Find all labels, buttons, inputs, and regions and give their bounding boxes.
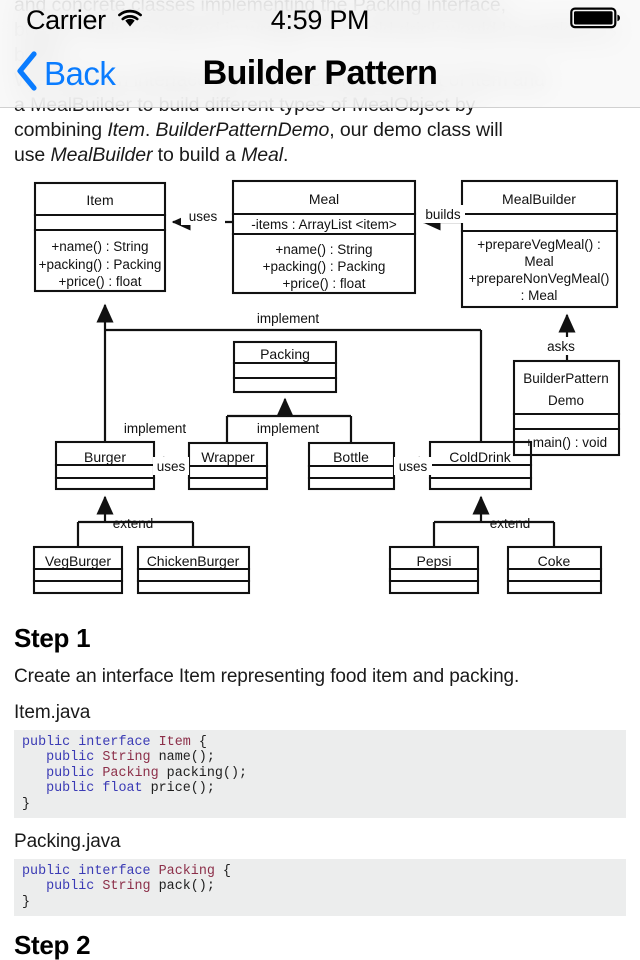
- intro-em-item: Item: [107, 119, 145, 141]
- uml-class-name-mealbuilder: MealBuilder: [502, 191, 576, 207]
- code-block-item-java[interactable]: public interface Item { public String na…: [14, 730, 626, 819]
- status-bar: Carrier 4:59 PM: [0, 0, 640, 40]
- intro-paragraph-line-1: combining Item. BuilderPatternDemo, our …: [14, 118, 626, 143]
- uml-class-name-meal: Meal: [309, 191, 339, 207]
- uml-method: +prepareNonVegMeal(): [469, 271, 610, 286]
- intro-em-mealbuilder: MealBuilder: [50, 144, 153, 166]
- intro-text: .: [283, 144, 289, 166]
- uml-edge-label-extend: extend: [113, 516, 154, 531]
- step-1-description: Create an interface Item representing fo…: [14, 666, 520, 687]
- uml-method: Meal: [524, 254, 553, 269]
- uml-class-name-coke: Coke: [538, 553, 571, 569]
- intro-text: use: [14, 144, 51, 166]
- uml-class-diagram: Item +name() : String +packing() : Packi…: [21, 177, 633, 609]
- wifi-icon: [115, 7, 145, 34]
- back-button-label: Back: [44, 54, 116, 92]
- step-2-heading: Step 2: [14, 930, 91, 960]
- uml-edge-label-implement2: implement: [124, 421, 187, 436]
- battery-full-icon: [570, 6, 622, 35]
- uml-edge-label-implement3: implement: [257, 421, 320, 436]
- uml-method: +packing() : Packing: [263, 259, 386, 274]
- step-1-heading: Step 1: [14, 623, 91, 653]
- uml-class-name-burger: Burger: [84, 449, 126, 465]
- back-button[interactable]: Back: [14, 40, 116, 107]
- uml-field: -items : ArrayList <item>: [251, 217, 397, 232]
- navigation-bar-items: Back Builder Pattern: [0, 40, 640, 107]
- status-bar-right: [570, 0, 622, 40]
- step-1-file-1-name: Item.java: [14, 702, 91, 723]
- uml-class-name-packing: Packing: [260, 346, 310, 362]
- uml-edge-label-builds: builds: [425, 207, 461, 222]
- uml-method: : Meal: [521, 288, 558, 303]
- intro-em-meal: Meal: [241, 144, 283, 166]
- chevron-left-icon: [14, 49, 40, 98]
- uml-class-name-vegburger: VegBurger: [45, 553, 111, 569]
- uml-class-name-item: Item: [86, 192, 113, 208]
- uml-class-name-pepsi: Pepsi: [416, 553, 451, 569]
- step-1-file-2-name: Packing.java: [14, 831, 121, 853]
- code-block-packing-java[interactable]: public interface Packing { public String…: [14, 859, 626, 917]
- uml-class-name-demo2: Demo: [548, 393, 584, 408]
- clock-label: 4:59 PM: [270, 4, 370, 35]
- uml-edge-label-implement: implement: [257, 311, 320, 326]
- uml-class-name-wrapper: Wrapper: [201, 449, 255, 465]
- uml-class-name-bottle: Bottle: [333, 449, 369, 465]
- intro-text: , our demo class will: [329, 119, 503, 141]
- uml-method: +price() : float: [283, 276, 366, 291]
- navigation-bar: [0, 0, 640, 108]
- uml-class-name-colddrink: ColdDrink: [449, 449, 511, 465]
- uml-method: +name() : String: [275, 242, 372, 257]
- intro-em-demo: BuilderPatternDemo: [155, 119, 330, 141]
- uml-edge-label-uses2: uses: [157, 459, 186, 474]
- carrier-label: Carrier: [26, 4, 106, 35]
- uml-method: +price() : float: [59, 274, 142, 289]
- uml-class-name-demo: BuilderPattern: [523, 371, 609, 386]
- uml-edge-label-uses3: uses: [399, 459, 428, 474]
- intro-text: combining: [14, 119, 108, 141]
- uml-method: +prepareVegMeal() :: [477, 237, 600, 252]
- intro-text: .: [144, 119, 156, 141]
- uml-method: +packing() : Packing: [39, 257, 162, 272]
- uml-edge-label-extend2: extend: [490, 516, 531, 531]
- uml-edge-label-uses: uses: [189, 209, 218, 224]
- uml-method: +main() : void: [525, 435, 607, 450]
- intro-text: to build a: [152, 144, 242, 166]
- status-bar-left: Carrier: [26, 0, 145, 40]
- uml-method: +name() : String: [51, 239, 148, 254]
- uml-class-name-chickenburger: ChickenBurger: [147, 553, 240, 569]
- intro-paragraph-line-2: use MealBuilder to build a Meal.: [14, 143, 626, 168]
- uml-edge-label-asks: asks: [547, 339, 575, 354]
